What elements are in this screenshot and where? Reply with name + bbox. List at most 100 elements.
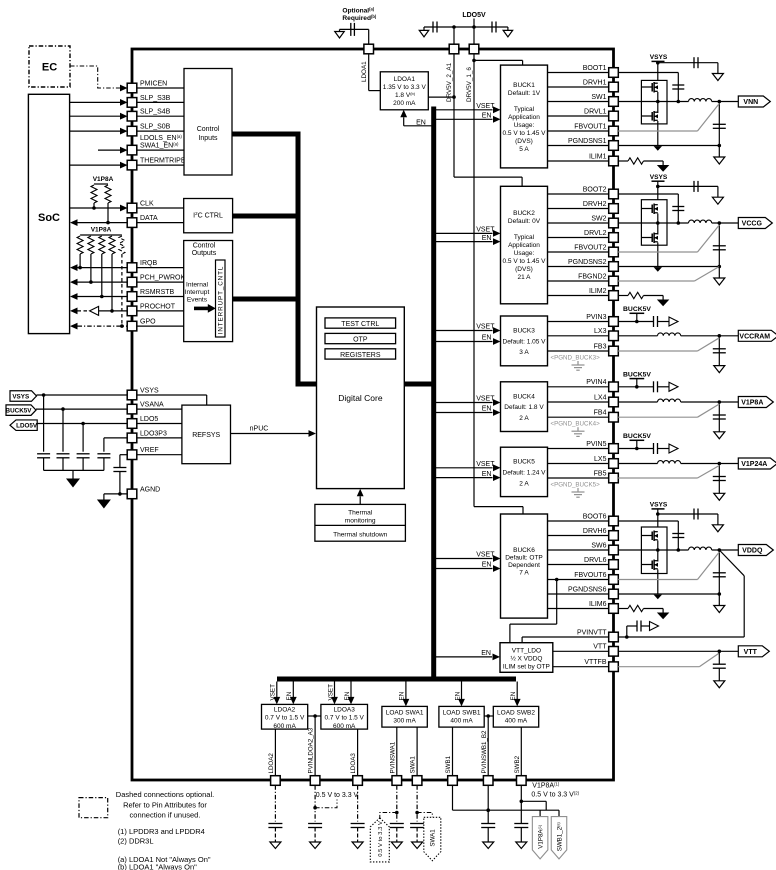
svg-text:VSET: VSET: [327, 684, 334, 701]
svg-text:DRVL2: DRVL2: [584, 230, 607, 237]
svg-text:EN: EN: [286, 691, 293, 700]
svg-text:LX3: LX3: [594, 328, 607, 335]
svg-text:ILIM2: ILIM2: [589, 288, 607, 295]
svg-text:Thermal shutdown: Thermal shutdown: [333, 531, 388, 538]
svg-text:Dashed connections optional.: Dashed connections optional.: [116, 790, 214, 799]
svg-text:GPO: GPO: [140, 319, 156, 326]
svg-text:VTTFB: VTTFB: [584, 659, 606, 666]
svg-text:BUCK6: BUCK6: [513, 547, 535, 554]
svg-text:FBVOUT1: FBVOUT1: [574, 123, 606, 130]
svg-text:BUCK2: BUCK2: [513, 210, 535, 217]
svg-text:DATA: DATA: [140, 215, 158, 222]
svg-text:Interrupt: Interrupt: [185, 289, 210, 296]
svg-text:1.8 V(b): 1.8 V(b): [395, 91, 416, 99]
svg-text:PVINSWA1: PVINSWA1: [389, 741, 396, 773]
svg-text:<PGND_BUCK5>: <PGND_BUCK5>: [551, 482, 601, 489]
svg-text:LOAD SWB2: LOAD SWB2: [497, 710, 535, 717]
svg-text:DRVH6: DRVH6: [583, 528, 607, 535]
svg-text:VSYS: VSYS: [12, 394, 29, 401]
svg-text:FB3: FB3: [594, 343, 607, 350]
svg-text:FBGND2: FBGND2: [578, 273, 607, 280]
svg-text:Default: 1.05 V: Default: 1.05 V: [503, 338, 547, 345]
svg-text:(DVS): (DVS): [515, 138, 533, 145]
svg-text:0.5 V to 3.3 V: 0.5 V to 3.3 V: [316, 792, 359, 799]
svg-text:SW6: SW6: [591, 542, 606, 549]
svg-text:SLP_S3B: SLP_S3B: [140, 95, 171, 102]
svg-text:VSET: VSET: [476, 552, 495, 559]
svg-text:nPUC: nPUC: [250, 426, 269, 433]
svg-text:VSET: VSET: [476, 103, 495, 110]
svg-text:600 mA: 600 mA: [273, 723, 296, 730]
svg-text:BOOT1: BOOT1: [583, 65, 607, 72]
svg-text:5 A: 5 A: [519, 146, 529, 153]
svg-text:3 A: 3 A: [519, 349, 529, 356]
svg-text:Typical: Typical: [514, 234, 535, 241]
svg-text:EN: EN: [510, 691, 517, 700]
svg-text:200 mA: 200 mA: [393, 100, 416, 107]
svg-text:INTERRUPT_CNTL: INTERRUPT_CNTL: [218, 266, 225, 335]
svg-text:400 mA: 400 mA: [450, 718, 473, 725]
svg-text:SW2: SW2: [591, 215, 606, 222]
svg-text:BOOT2: BOOT2: [583, 186, 607, 193]
svg-text:0.5 V to 3.3 V: 0.5 V to 3.3 V: [378, 821, 384, 857]
svg-text:PCH_PWROK: PCH_PWROK: [140, 275, 185, 282]
svg-text:VREF: VREF: [140, 447, 159, 454]
svg-text:VTT: VTT: [744, 649, 758, 656]
svg-text:VSYS: VSYS: [650, 174, 668, 181]
svg-text:LX4: LX4: [594, 394, 607, 401]
svg-text:V1P8A: V1P8A: [741, 400, 763, 407]
svg-text:<PGND_BUCK4>: <PGND_BUCK4>: [551, 421, 601, 428]
svg-text:LDOA1: LDOA1: [361, 61, 368, 82]
svg-text:VCCRAM: VCCRAM: [739, 333, 770, 340]
svg-text:SWB1_2(a): SWB1_2(a): [556, 821, 563, 851]
svg-text:1.35 V to 3.3 V: 1.35 V to 3.3 V: [383, 84, 427, 91]
svg-text:21 A: 21 A: [517, 274, 531, 281]
svg-text:TEST CTRL: TEST CTRL: [341, 321, 379, 328]
svg-text:600 mA: 600 mA: [333, 723, 356, 730]
svg-text:BUCK5V: BUCK5V: [623, 306, 651, 313]
svg-text:ILIM set by OTP: ILIM set by OTP: [503, 663, 550, 670]
svg-text:DRVH2: DRVH2: [583, 201, 607, 208]
svg-text:EN: EN: [482, 335, 492, 342]
svg-text:VTT_LDO: VTT_LDO: [512, 647, 541, 654]
svg-text:PROCHOT: PROCHOT: [140, 303, 176, 310]
svg-text:LDOLS_EN(a): LDOLS_EN(a): [140, 134, 182, 142]
svg-text:BUCK5V: BUCK5V: [623, 372, 651, 379]
svg-text:(1) LPDDR3 and LPDDR4: (1) LPDDR3 and LPDDR4: [118, 827, 205, 836]
svg-text:Default: 1.24 V: Default: 1.24 V: [503, 470, 547, 477]
svg-text:VSET: VSET: [476, 461, 495, 468]
svg-text:THERMTRIPB: THERMTRIPB: [140, 158, 186, 165]
svg-text:(a) LDOA1 Not "Always On": (a) LDOA1 Not "Always On": [118, 855, 211, 864]
svg-text:PVINSWB1_B2: PVINSWB1_B2: [481, 730, 488, 774]
svg-text:LDOA3: LDOA3: [334, 707, 356, 714]
svg-text:EN: EN: [482, 471, 492, 478]
svg-text:Control: Control: [193, 242, 216, 249]
svg-text:VSET: VSET: [476, 324, 495, 331]
svg-text:EC: EC: [42, 62, 57, 74]
svg-text:PVIN5: PVIN5: [586, 441, 606, 448]
svg-text:0.5 V to 1.45 V: 0.5 V to 1.45 V: [502, 130, 546, 137]
svg-text:0.7 V to 1.5 V: 0.7 V to 1.5 V: [265, 715, 305, 722]
svg-text:BUCK4: BUCK4: [513, 393, 535, 400]
svg-text:Required(b): Required(b): [342, 14, 376, 22]
svg-text:DRVH1: DRVH1: [583, 79, 607, 86]
svg-text:Usage:: Usage:: [514, 122, 535, 129]
svg-text:BUCK5V: BUCK5V: [6, 408, 33, 415]
svg-text:V1P8A(1): V1P8A(1): [537, 824, 544, 849]
svg-text:REGISTERS: REGISTERS: [340, 352, 381, 359]
svg-text:400 mA: 400 mA: [505, 718, 528, 725]
svg-text:(DVS): (DVS): [515, 266, 533, 273]
svg-text:2 A: 2 A: [519, 415, 529, 422]
svg-text:ILIM6: ILIM6: [589, 601, 607, 608]
svg-text:V1P8A: V1P8A: [93, 176, 114, 183]
svg-text:DRV5V_1_6: DRV5V_1_6: [466, 67, 473, 102]
svg-text:connection if unused.: connection if unused.: [130, 811, 201, 820]
svg-text:SWA1: SWA1: [430, 829, 437, 847]
svg-text:EN: EN: [454, 691, 461, 700]
svg-text:VCCG: VCCG: [742, 221, 763, 228]
svg-text:0.7 V to 1.5 V: 0.7 V to 1.5 V: [325, 715, 365, 722]
svg-text:LDOA2: LDOA2: [268, 753, 275, 774]
svg-text:VSET: VSET: [270, 684, 277, 701]
svg-text:(b) LDOA1 "Always On": (b) LDOA1 "Always On": [118, 863, 197, 870]
svg-text:EN: EN: [482, 113, 492, 120]
